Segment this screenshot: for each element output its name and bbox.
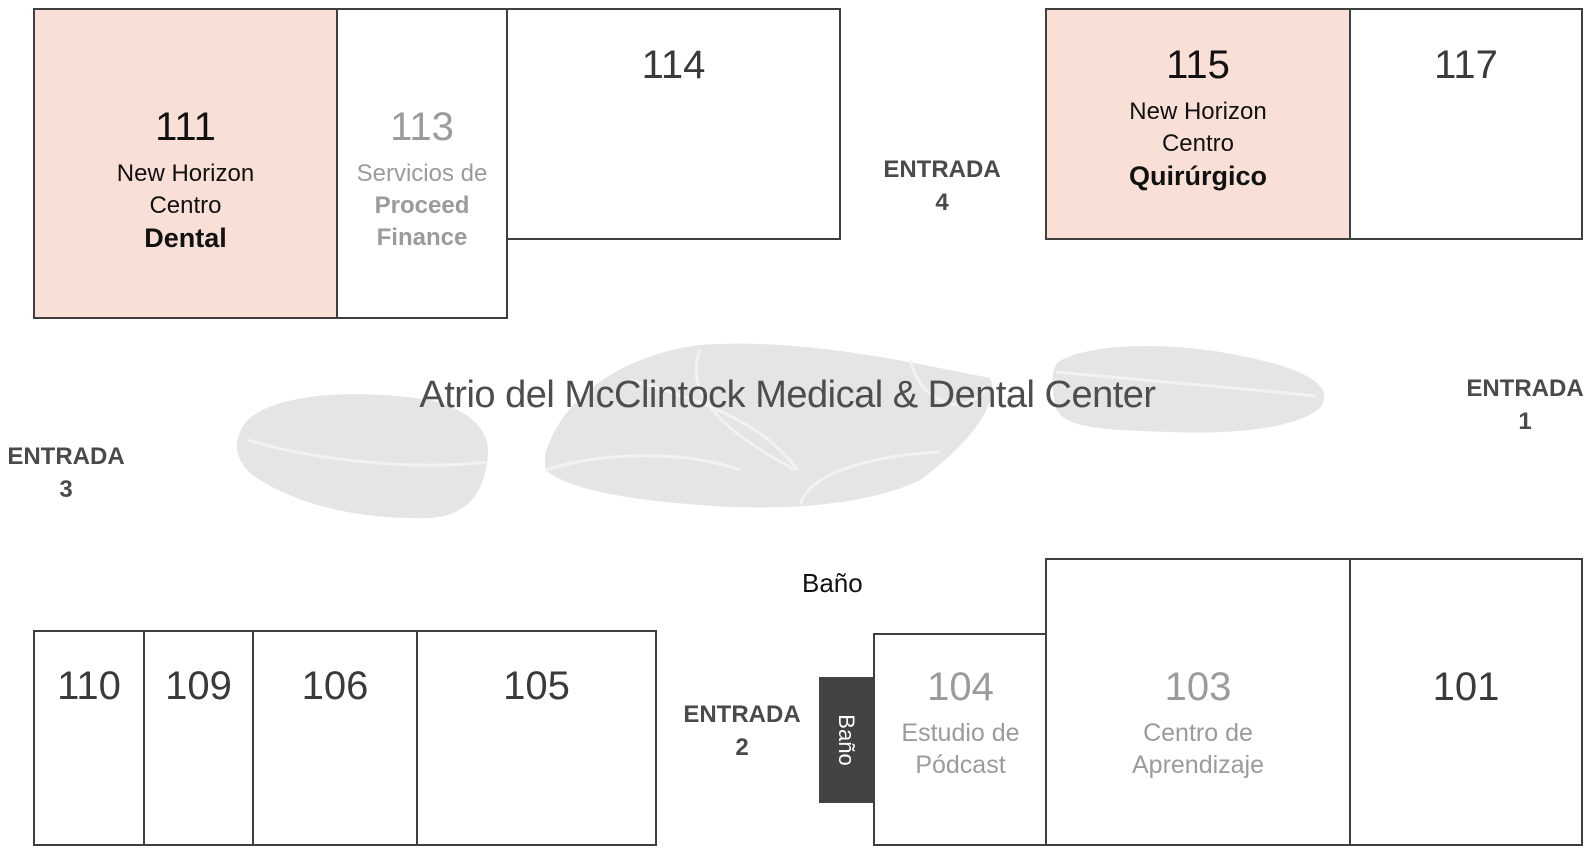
restroom-box-label: Baño: [834, 714, 859, 766]
room-113[interactable]: 113 Servicios de Proceed Finance: [336, 8, 508, 319]
room-109-number: 109: [165, 664, 232, 708]
entrance-2[interactable]: ENTRADA 2: [672, 698, 812, 764]
room-104-line1: Estudio de: [901, 719, 1020, 747]
room-103-line2: Aprendizaje: [1131, 751, 1265, 779]
planter-right: [1052, 345, 1325, 433]
room-111-bold: Dental: [144, 223, 227, 253]
entrance-4-number: 4: [935, 189, 949, 216]
room-105-number: 105: [503, 664, 570, 708]
room-113-bold1: Proceed: [374, 192, 470, 219]
entrance-3-number: 3: [59, 476, 73, 503]
entrance-3[interactable]: ENTRADA 3: [0, 440, 136, 506]
room-104-tenant: Estudio de Pódcast: [875, 717, 1046, 781]
room-101[interactable]: 101: [1349, 558, 1583, 846]
entrance-2-number: 2: [735, 734, 749, 761]
room-115-tenant: New Horizon Centro Quirúrgico: [1047, 96, 1349, 192]
room-106-number: 106: [301, 664, 369, 708]
room-103-tenant: Centro de Aprendizaje: [1047, 717, 1349, 781]
room-105[interactable]: 105: [416, 630, 657, 846]
room-111-line1: New Horizon: [116, 160, 255, 187]
room-114-number: 114: [641, 43, 706, 87]
room-114[interactable]: 114: [506, 8, 841, 240]
entrance-1-number: 1: [1518, 408, 1532, 435]
room-103-number: 103: [1164, 665, 1232, 709]
room-101-number: 101: [1432, 665, 1500, 709]
room-113-number: 113: [390, 105, 454, 149]
room-115-number: 115: [1166, 43, 1230, 87]
room-115-line2: Centro: [1161, 130, 1235, 157]
room-115-line1: New Horizon: [1129, 98, 1267, 125]
room-111-number: 111: [155, 105, 216, 149]
planter-left: [236, 394, 489, 519]
room-117-number: 117: [1434, 43, 1498, 87]
room-110-number: 110: [57, 664, 121, 708]
room-115[interactable]: 115 New Horizon Centro Quirúrgico: [1045, 8, 1351, 240]
room-115-bold: Quirúrgico: [1128, 161, 1267, 191]
room-103-line1: Centro de: [1143, 719, 1253, 747]
entrance-4-label: ENTRADA: [883, 156, 1001, 183]
room-117[interactable]: 117: [1349, 8, 1583, 240]
room-103[interactable]: 103 Centro de Aprendizaje: [1045, 558, 1351, 846]
restroom-label: Baño: [802, 568, 863, 598]
entrance-3-label: ENTRADA: [7, 443, 125, 470]
entrance-1[interactable]: ENTRADA 1: [1455, 372, 1595, 438]
room-113-line1: Servicios de: [356, 160, 488, 187]
room-109[interactable]: 109: [143, 630, 254, 846]
restroom[interactable]: Baño: [819, 677, 873, 803]
room-106[interactable]: 106: [252, 630, 418, 846]
room-113-bold2: Finance: [376, 224, 468, 251]
room-104-number: 104: [927, 665, 994, 709]
room-111-tenant: New Horizon Centro Dental: [35, 158, 336, 254]
room-104-line2: Pódcast: [915, 751, 1006, 779]
room-111[interactable]: 111 New Horizon Centro Dental: [33, 8, 338, 319]
atrium-title: Atrio del McClintock Medical & Dental Ce…: [419, 374, 1156, 416]
entrance-2-label: ENTRADA: [683, 701, 801, 728]
room-111-line2: Centro: [149, 192, 222, 219]
entrance-1-label: ENTRADA: [1466, 375, 1584, 402]
room-104[interactable]: 104 Estudio de Pódcast: [873, 633, 1048, 846]
room-113-tenant: Servicios de Proceed Finance: [338, 158, 506, 254]
planter-center: [545, 343, 993, 508]
entrance-4[interactable]: ENTRADA 4: [872, 153, 1012, 219]
room-110[interactable]: 110: [33, 630, 145, 846]
